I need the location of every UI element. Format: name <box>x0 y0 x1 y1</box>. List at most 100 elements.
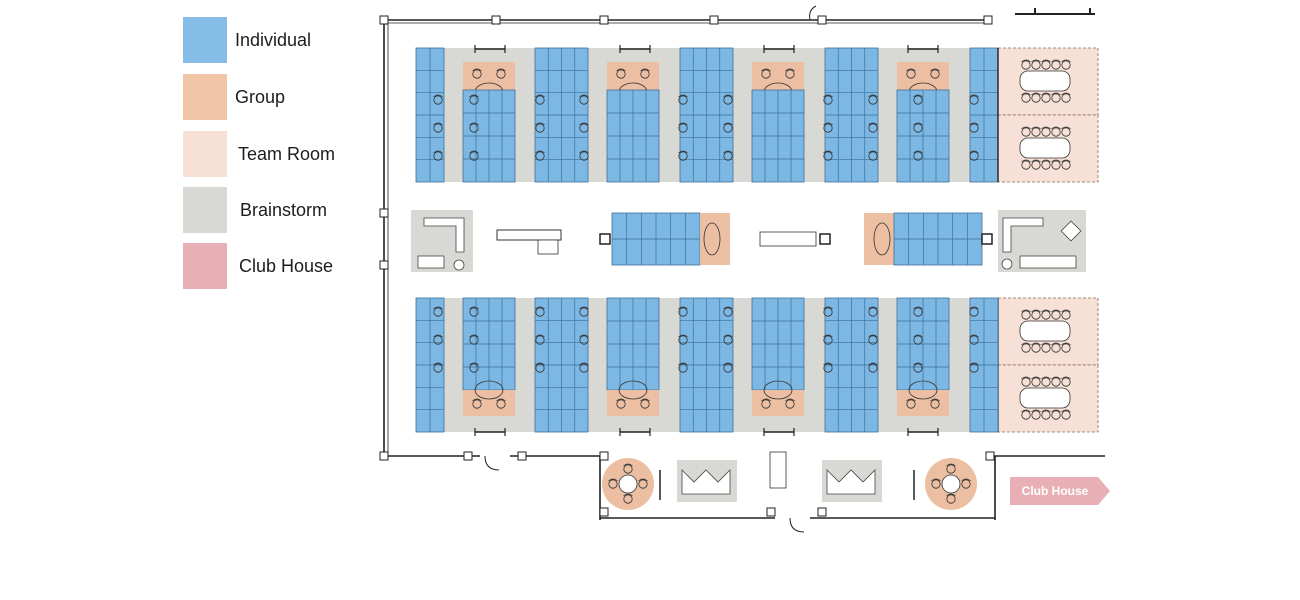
desk-chair-back <box>579 362 589 366</box>
desk-chair <box>579 122 589 133</box>
conference-chair <box>1041 309 1051 320</box>
desk-chair <box>969 362 979 373</box>
group-round-table <box>908 380 938 400</box>
conference-chair-back <box>1051 376 1061 380</box>
club-house-tag[interactable]: Club House <box>1010 477 1110 505</box>
desk-chair-seat <box>723 335 733 345</box>
group-table-top-0 <box>463 62 515 90</box>
desk-chair-back <box>469 334 479 338</box>
desk-chair-back <box>723 122 733 126</box>
legend-swatch-team-room <box>183 131 227 177</box>
individual-desks-top-center-2-outline <box>751 89 805 183</box>
group-table-top-1 <box>607 62 659 90</box>
round-table <box>941 474 961 494</box>
desk-chair-back <box>579 334 589 338</box>
desk-chair-back <box>678 362 688 366</box>
conference-chair-back <box>1021 342 1031 346</box>
conference-chair <box>1061 92 1071 103</box>
desk-chair-back <box>969 150 979 154</box>
desk-chair <box>723 362 733 373</box>
chair-back <box>930 398 940 402</box>
desk-chair-seat <box>868 123 878 133</box>
desk-chair-back <box>579 94 589 98</box>
desk-chair-seat <box>913 307 923 317</box>
conference-chair <box>1061 159 1071 170</box>
desk-chair <box>469 150 479 161</box>
desk-chair <box>469 94 479 105</box>
column-marker <box>517 451 527 461</box>
legend-item-team-room: Team Room <box>183 131 363 177</box>
legend-item-brainstorm: Brainstorm <box>183 187 363 233</box>
legend-swatch-brainstorm <box>183 187 227 233</box>
chair-seat <box>472 399 482 409</box>
desk-chair <box>579 94 589 105</box>
group-table-bottom-0 <box>463 390 515 416</box>
conference-chair-back <box>1021 376 1031 380</box>
desk-chair-back <box>823 122 833 126</box>
desk-chair-seat <box>433 335 443 345</box>
conference-table-0 <box>1019 70 1071 92</box>
conference-chair-back <box>1031 342 1041 346</box>
conference-chair-seat <box>1061 343 1071 353</box>
desk-chair-seat <box>469 151 479 161</box>
conference-chair-seat <box>1031 127 1041 137</box>
chair <box>472 398 482 409</box>
group-table-middle-west <box>700 213 730 265</box>
desk-chair <box>535 362 545 373</box>
desk-chair-back <box>469 122 479 126</box>
conference-chair-seat <box>1021 127 1031 137</box>
conference-chair-seat <box>1061 310 1071 320</box>
desk-chair-back <box>535 334 545 338</box>
desk-chair-back <box>469 150 479 154</box>
chair-seat <box>961 479 971 489</box>
desk-chair-back <box>823 150 833 154</box>
desk-chair-seat <box>913 335 923 345</box>
legend-label-group: Group <box>235 87 286 107</box>
desk-chair-back <box>868 94 878 98</box>
conference-chair-back <box>1061 409 1071 413</box>
desk-chair-back <box>868 306 878 310</box>
conference-chair <box>1031 309 1041 320</box>
desk-chair-back <box>969 362 979 366</box>
desk-chair-back <box>868 362 878 366</box>
desk-chair <box>535 94 545 105</box>
desk-chair-seat <box>579 151 589 161</box>
desk-chair-back <box>969 94 979 98</box>
desk-chair <box>469 122 479 133</box>
conference-chair-back <box>1031 59 1041 63</box>
conference-chair-seat <box>1041 377 1051 387</box>
chair <box>906 68 916 79</box>
chair <box>496 398 506 409</box>
chair-back <box>946 493 956 497</box>
chair <box>638 478 648 489</box>
chair-back <box>640 68 650 72</box>
individual-desks-top-center-0-outline <box>462 89 516 183</box>
conference-chair-back <box>1041 409 1051 413</box>
chair-back <box>930 68 940 72</box>
chair <box>785 398 795 409</box>
legend-label-brainstorm: Brainstorm <box>240 200 328 220</box>
desk-chair <box>723 150 733 161</box>
counter-west <box>496 229 562 241</box>
lounge-sofa-east <box>1002 217 1044 253</box>
conference-chair-seat <box>1061 127 1071 137</box>
desk-chair-seat <box>678 363 688 373</box>
conference-chair-back <box>1031 126 1041 130</box>
desk-chair-back <box>579 122 589 126</box>
conference-chair <box>1031 159 1041 170</box>
conference-chair-back <box>1051 309 1061 313</box>
desk-chair-back <box>678 94 688 98</box>
conference-chair-back <box>1061 342 1071 346</box>
conference-chair-back <box>1041 126 1051 130</box>
group-round-table <box>873 222 891 256</box>
conference-chair <box>1061 309 1071 320</box>
group-round-table <box>618 380 648 400</box>
chair-seat <box>472 69 482 79</box>
desk-chair <box>723 94 733 105</box>
desk-chair-seat <box>535 95 545 105</box>
individual-desks-top-1-outline <box>534 47 589 183</box>
conference-chair <box>1061 59 1071 70</box>
chair-seat <box>496 69 506 79</box>
desk-chair-seat <box>723 123 733 133</box>
chair <box>930 68 940 79</box>
